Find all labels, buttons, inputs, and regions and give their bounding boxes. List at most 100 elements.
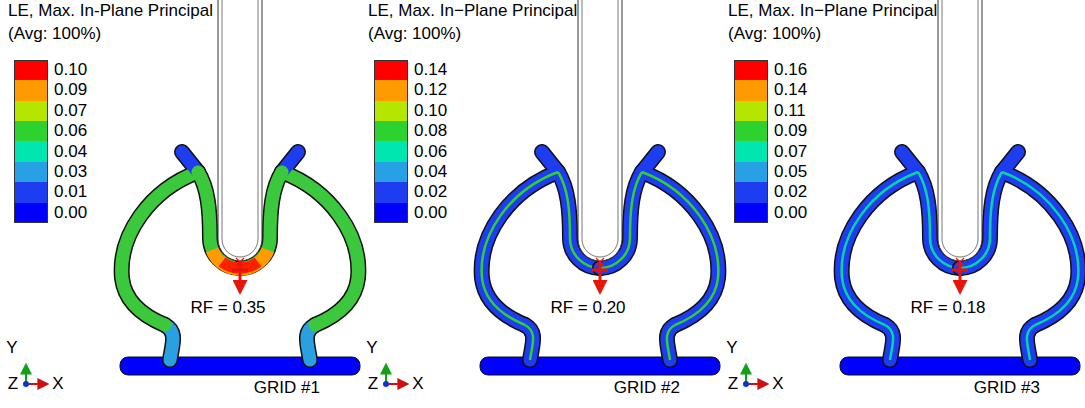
legend-swatch (374, 182, 408, 203)
reaction-force-label: RF = 0.20 (548, 299, 627, 318)
force-arrow-bar (952, 269, 968, 272)
axis-label: Y (726, 339, 737, 358)
legend-swatch (734, 101, 768, 122)
member-outline (842, 172, 918, 325)
force-arrow (599, 262, 602, 292)
legend-swatch (14, 162, 48, 183)
member-outline (122, 172, 198, 325)
base-plate (120, 357, 360, 375)
legend-value: 0.06 (414, 142, 447, 161)
strain-band (482, 172, 558, 325)
member-ring (282, 172, 358, 325)
member-ring (642, 172, 718, 325)
legend-value: 0.00 (414, 203, 447, 222)
reaction-force-label: RF = 0.35 (188, 299, 267, 318)
legend-value: 0.01 (54, 183, 87, 202)
specimen-model (23, 0, 360, 387)
legend-swatch (14, 101, 48, 122)
legend-swatch (734, 121, 768, 142)
specimen-model (743, 0, 1080, 387)
axis-x (386, 383, 407, 385)
legend-swatch (374, 121, 408, 142)
force-arrow-bar (592, 269, 608, 272)
member-outline (642, 172, 718, 325)
legend-swatch (734, 203, 768, 224)
member-ring (482, 172, 558, 325)
strain-band (1027, 325, 1035, 360)
strain-band (642, 172, 718, 325)
legend-value: 0.08 (414, 122, 447, 141)
legend-subtitle: (Avg: 100%) (8, 25, 101, 44)
base-plate (480, 357, 720, 375)
legend-value: 0.06 (54, 122, 87, 141)
force-arrow (959, 262, 962, 292)
legend-value: 0.12 (414, 81, 447, 100)
axis-label: Y (366, 339, 377, 358)
member-ring (122, 172, 198, 325)
indenter-inner (222, 0, 258, 257)
legend-swatch (14, 80, 48, 101)
member-outline (1002, 172, 1078, 325)
legend-swatch (374, 101, 408, 122)
axis-z (23, 381, 29, 387)
indenter-inner (942, 0, 978, 257)
legend-swatch (374, 80, 408, 101)
legend-value: 0.14 (774, 81, 807, 100)
grid-label: GRID #1 (254, 379, 320, 398)
legend-swatch (734, 141, 768, 162)
indenter-inner (582, 0, 618, 257)
legend-swatch (14, 141, 48, 162)
legend-swatch (734, 162, 768, 183)
axis-label: X (772, 375, 783, 394)
base-plate (840, 357, 1080, 375)
legend-value: 0.02 (774, 183, 807, 202)
legend-value: 0.10 (414, 101, 447, 120)
legend-title: LE, Max. In−Plane Principal (728, 2, 937, 21)
legend-value: 0.14 (414, 61, 447, 80)
legend-value: 0.16 (774, 61, 807, 80)
legend-value: 0.10 (54, 61, 87, 80)
specimen-model (383, 0, 720, 387)
force-arrow (239, 262, 242, 292)
legend-value: 0.04 (414, 163, 447, 182)
member-ring (842, 172, 918, 325)
legend-swatch (14, 203, 48, 224)
strain-band (525, 325, 533, 360)
legend-value: 0.07 (54, 101, 87, 120)
grid-label: GRID #2 (614, 379, 680, 398)
legend-swatch (374, 162, 408, 183)
indenter (218, 0, 262, 261)
legend-value: 0.04 (54, 142, 87, 161)
force-arrow-bar (232, 269, 248, 272)
legend-swatch (14, 60, 48, 81)
axis-z (743, 381, 749, 387)
legend-value: 0.03 (54, 163, 87, 182)
legend-value: 0.00 (774, 203, 807, 222)
axis-z (383, 381, 389, 387)
axis-label: X (412, 375, 423, 394)
member-outline (482, 172, 558, 325)
legend-swatch (374, 203, 408, 224)
legend-title: LE, Max. In-Plane Principal (8, 2, 213, 21)
legend-value: 0.00 (54, 203, 87, 222)
legend-swatch (734, 60, 768, 81)
legend-subtitle: (Avg: 100%) (368, 25, 461, 44)
legend-subtitle: (Avg: 100%) (728, 25, 821, 44)
strain-band (1002, 172, 1078, 325)
legend-value: 0.07 (774, 142, 807, 161)
legend-value: 0.11 (774, 101, 806, 120)
indenter (578, 0, 622, 261)
strain-band (667, 325, 675, 360)
legend-swatch (734, 182, 768, 203)
legend-value: 0.09 (54, 81, 87, 100)
member-outline (282, 172, 358, 325)
legend-title: LE, Max. In−Plane Principal (368, 2, 577, 21)
legend-swatch (14, 121, 48, 142)
legend-value: 0.05 (774, 163, 807, 182)
legend-swatch (734, 80, 768, 101)
reaction-force-label: RF = 0.18 (908, 299, 987, 318)
legend-value: 0.02 (414, 183, 447, 202)
axis-label: X (52, 375, 63, 394)
